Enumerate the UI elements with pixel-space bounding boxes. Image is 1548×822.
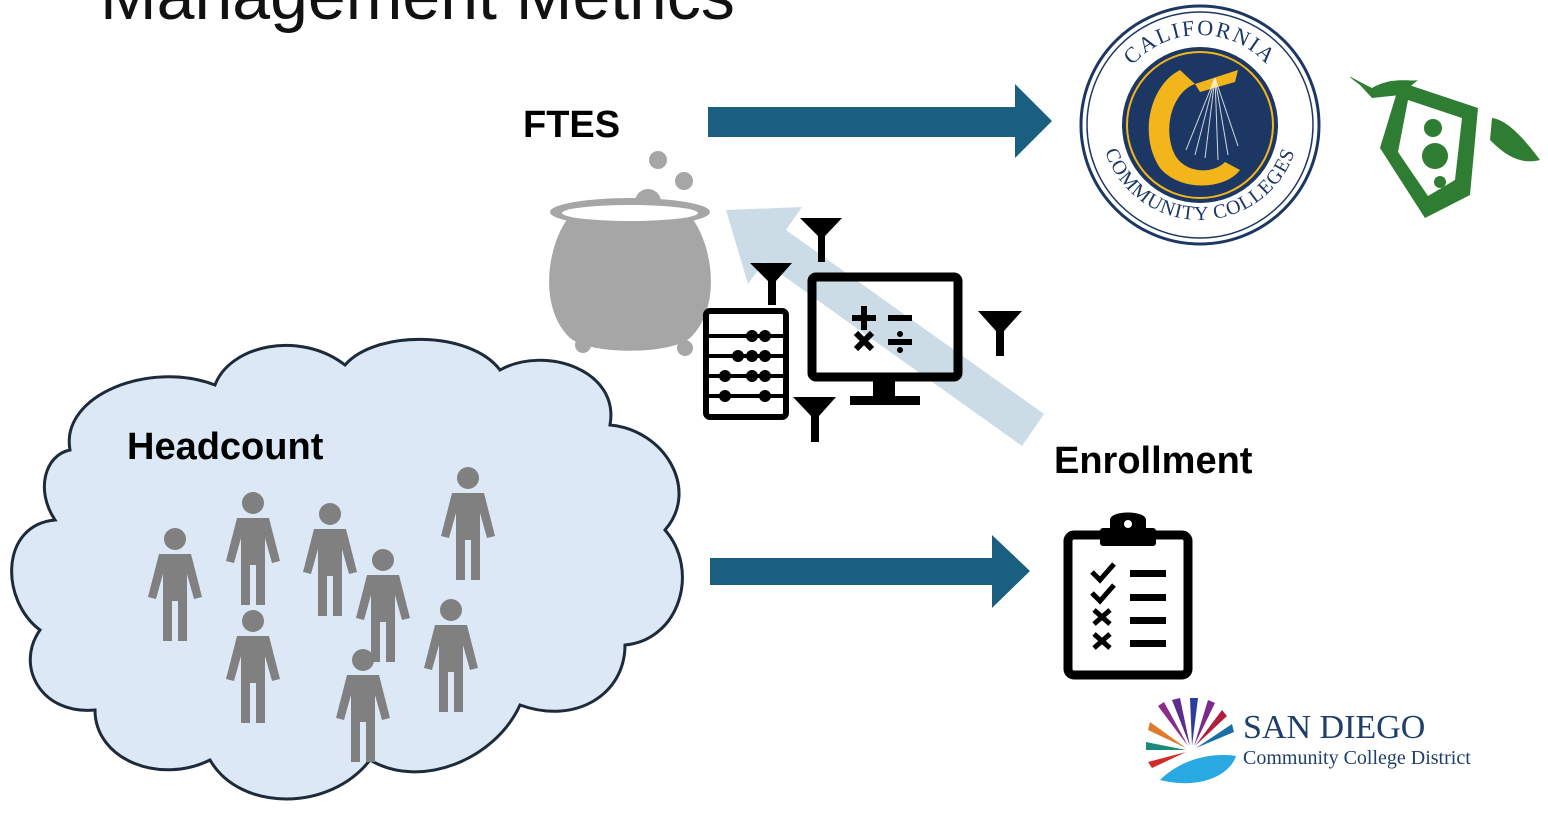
- flying-money-icon: [1349, 76, 1540, 218]
- headcount-label: Headcount: [127, 426, 324, 468]
- ftes-label: FTES: [523, 104, 621, 146]
- person-icon: [424, 599, 478, 712]
- person-icon: [226, 492, 280, 605]
- clipboard-checklist-icon: [1063, 512, 1193, 680]
- person-icon: [226, 610, 280, 723]
- person-icon: [441, 467, 495, 580]
- enrollment-label: Enrollment: [1054, 440, 1253, 482]
- person-icon: [303, 503, 357, 616]
- abacus-icon: [703, 308, 789, 420]
- logo-name: SAN DIEGO: [1243, 709, 1426, 746]
- funnel-icon: [750, 218, 1022, 442]
- enrollment-arrow: [710, 535, 1030, 608]
- logo-subtitle: Community College District: [1243, 747, 1471, 769]
- ftes-arrow: [708, 84, 1052, 158]
- headcount-cloud: [10, 337, 684, 801]
- cauldron-icon: [549, 151, 711, 356]
- computer-calculator-icon: [807, 272, 963, 405]
- person-icon: [336, 649, 390, 762]
- california-community-colleges-seal-icon: CALIFORNIA COMMUNITY COLLEGES: [1079, 4, 1321, 246]
- san-diego-logo-mark: [1146, 698, 1236, 784]
- person-icon: [148, 528, 202, 641]
- slide-title: Management Metrics: [100, 0, 735, 30]
- person-icon: [356, 549, 410, 662]
- enrollment-to-ftes-arrow: [726, 207, 1044, 446]
